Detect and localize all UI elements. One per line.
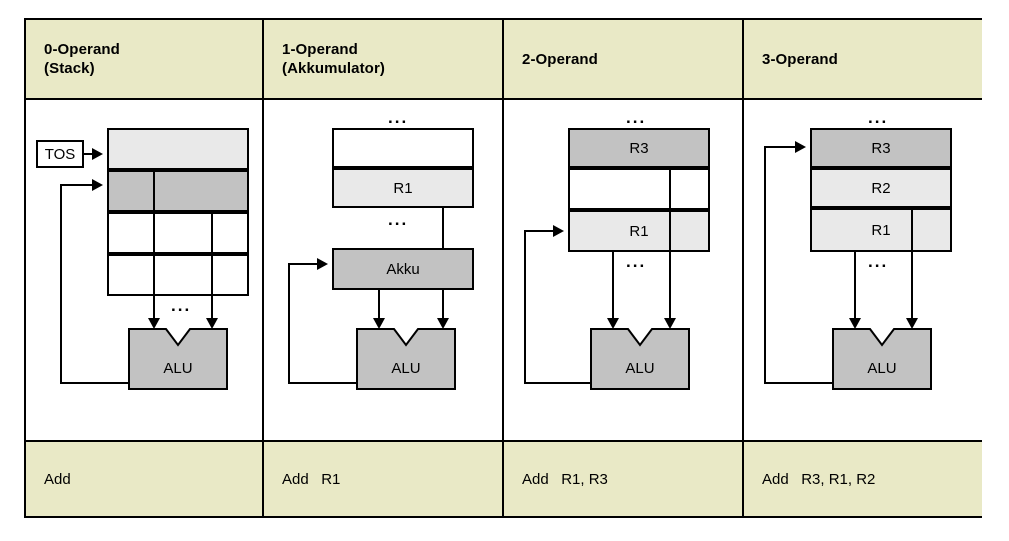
diagram-cell-two-operand: ... R3 R1 ... — [504, 100, 744, 440]
register-file-bottom-ellipsis: ... — [868, 252, 889, 271]
header-title-line2: (Akkumulator) — [282, 60, 385, 77]
alu-output-horizontal — [764, 382, 878, 384]
alu-feedback-arrow-icon — [92, 179, 103, 191]
stack-column-separator-left — [153, 170, 155, 296]
alu-feedback-vertical — [524, 230, 526, 384]
alu-shape: ALU — [128, 328, 228, 390]
alu-feedback-horizontal — [764, 146, 803, 148]
register-file-column-separator — [669, 168, 671, 252]
footer-divider — [26, 440, 980, 442]
operand-comparison-table: 0-Operand (Stack) 1-Operand (Akkumulator… — [24, 18, 982, 518]
register-cell-r3: R3 — [568, 128, 710, 168]
diagram-cell-three-operand: ... R3 R2 R1 ... — [744, 100, 982, 440]
register-file-bottom-ellipsis: ... — [388, 210, 409, 229]
header-title-line1: 3-Operand — [762, 50, 838, 68]
register-cell-r2: R2 — [810, 168, 952, 208]
table-header-row: 0-Operand (Stack) 1-Operand (Akkumulator… — [26, 20, 982, 98]
instruction-cell-zero-operand: Add — [26, 442, 264, 516]
alu-label: ALU — [391, 360, 421, 377]
accumulator-output-arrow-icon — [373, 318, 385, 329]
alu-feedback-horizontal — [288, 263, 325, 265]
register-cell-empty — [332, 128, 474, 168]
operand-bus-right-arrow-icon — [664, 318, 676, 329]
table-footer-row: Add Add R1 Add R1, R3 Add R3, R1, R2 — [26, 442, 982, 516]
accumulator-box: Akku — [332, 248, 474, 290]
operand-bus-left — [153, 296, 155, 324]
accumulator-output-bus — [378, 290, 380, 324]
alu-output-horizontal — [60, 382, 178, 384]
operand-bus-left-arrow-icon — [849, 318, 861, 329]
alu-output-horizontal — [288, 382, 406, 384]
table-body-row: TOS — [26, 100, 982, 440]
operand-bus-right — [211, 296, 213, 324]
alu-feedback-vertical — [764, 146, 766, 384]
header-title-line1: 2-Operand — [522, 50, 598, 68]
header-cell-two-operand: 2-Operand — [504, 20, 744, 98]
alu-label: ALU — [625, 360, 655, 377]
alu-shape: ALU — [356, 328, 456, 390]
header-cell-one-operand: 1-Operand (Akkumulator) — [264, 20, 504, 98]
header-divider — [26, 98, 980, 100]
header-cell-three-operand: 3-Operand — [744, 20, 982, 98]
diagram-cell-one-operand: ... R1 ... Akku — [264, 100, 504, 440]
register-cell-r1: R1 — [810, 208, 952, 252]
two-operand-machine-diagram: ... R3 R1 ... — [504, 100, 742, 440]
register-file-top-ellipsis: ... — [626, 108, 647, 127]
register-cell-r3: R3 — [810, 128, 952, 168]
stack-cell-2 — [107, 212, 249, 254]
register-cell-empty — [568, 168, 710, 210]
three-operand-machine-diagram: ... R3 R2 R1 ... — [744, 100, 982, 440]
operand-bus-left — [612, 252, 614, 324]
operand-bus-right-arrow-icon — [906, 318, 918, 329]
instruction-cell-three-operand: Add R3, R1, R2 — [744, 442, 982, 516]
alu-feedback-vertical — [288, 263, 290, 384]
header-cell-zero-operand: 0-Operand (Stack) — [26, 20, 264, 98]
header-title-line1: 0-Operand — [44, 41, 120, 58]
operand-bus-left-arrow-icon — [148, 318, 160, 329]
operand-bus-right-arrow-icon — [206, 318, 218, 329]
register-file-top-ellipsis: ... — [388, 108, 409, 127]
instruction-text: Add R1, R3 — [522, 470, 608, 488]
stack-machine-diagram: TOS — [26, 100, 262, 440]
instruction-text: Add R3, R1, R2 — [762, 470, 876, 488]
diagram-cell-zero-operand: TOS — [26, 100, 264, 440]
alu-label: ALU — [867, 360, 897, 377]
alu-feedback-arrow-icon — [795, 141, 806, 153]
stack-cell-3 — [107, 254, 249, 296]
alu-shape: ALU — [832, 328, 932, 390]
operand-bus-right — [911, 252, 913, 324]
alu-feedback-arrow-icon — [317, 258, 328, 270]
alu-feedback-arrow-icon — [553, 225, 564, 237]
alu-feedback-vertical — [60, 184, 62, 384]
stack-cell-1 — [107, 170, 249, 212]
instruction-text: Add R1 — [282, 470, 341, 488]
instruction-cell-one-operand: Add R1 — [264, 442, 504, 516]
alu-output-horizontal — [524, 382, 636, 384]
instruction-text: Add — [44, 470, 71, 488]
register-file-column-separator — [911, 208, 913, 252]
accumulator-machine-diagram: ... R1 ... Akku — [264, 100, 502, 440]
header-title-line1: 1-Operand — [282, 41, 358, 58]
register-cell-r1: R1 — [568, 210, 710, 252]
stack-cell-0 — [107, 128, 249, 170]
register-file-top-ellipsis: ... — [868, 108, 889, 127]
operand-bus-left — [854, 252, 856, 324]
operand-bus-right — [669, 252, 671, 324]
stack-ellipsis: ... — [171, 296, 192, 315]
stack-column-separator-right — [211, 212, 213, 296]
alu-shape: ALU — [590, 328, 690, 390]
register-read-bus-arrow-icon — [437, 318, 449, 329]
alu-feedback-horizontal — [524, 230, 561, 232]
header-title-line2: (Stack) — [44, 60, 95, 77]
operand-bus-left-arrow-icon — [607, 318, 619, 329]
instruction-cell-two-operand: Add R1, R3 — [504, 442, 744, 516]
register-file-bottom-ellipsis: ... — [626, 252, 647, 271]
tos-label-box: TOS — [36, 140, 84, 168]
alu-feedback-horizontal — [60, 184, 100, 186]
alu-label: ALU — [163, 360, 193, 377]
register-cell-r1: R1 — [332, 168, 474, 208]
tos-arrow-icon — [92, 148, 103, 160]
